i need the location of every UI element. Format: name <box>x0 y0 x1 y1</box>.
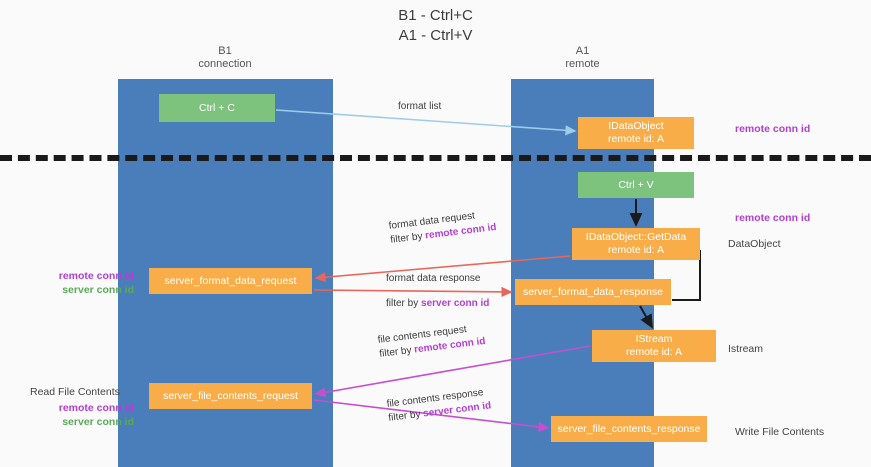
annotation-read-file-contents: Read File Contents <box>30 386 120 398</box>
swimlane-b1-name: B1 <box>218 45 232 57</box>
annotation-dataobject: DataObject <box>728 238 781 250</box>
node-ctrl-v-label: Ctrl + V <box>618 178 654 191</box>
node-server-file-contents-request-label: server_file_contents_request <box>163 389 298 402</box>
page-title: B1 - Ctrl+C A1 - Ctrl+V <box>0 6 871 46</box>
node-ctrl-v[interactable]: Ctrl + V <box>578 172 694 198</box>
edge-label-format-list-text: format list <box>398 101 442 112</box>
annotation-left-bottom: remote conn id server conn id <box>22 401 134 429</box>
node-idataobject-getdata[interactable]: IDataObject::GetData remote id: A <box>572 228 700 260</box>
annotation-left-mid: remote conn id server conn id <box>22 269 134 297</box>
annotation-left-bottom-remote: remote conn id <box>58 402 134 414</box>
node-server-format-data-response-label: server_format_data_response <box>522 285 664 298</box>
phase-divider <box>0 155 871 161</box>
node-server-file-contents-response-label: server_file_contents_response <box>557 422 701 435</box>
swimlane-header-b1: B1 connection <box>140 45 310 71</box>
node-getdata-label: IDataObject::GetData <box>585 231 687 243</box>
node-istream-label: IStream <box>635 333 673 345</box>
node-getdata-sub: remote id: A <box>607 244 665 256</box>
annotation-istream: Istream <box>728 343 764 355</box>
annotation-write-file-contents: Write File Contents <box>735 426 825 438</box>
annotation-remote-conn-id-top: remote conn id <box>735 123 811 135</box>
swimlane-b1-role: connection <box>198 58 252 70</box>
annotation-left-bottom-server: server conn id <box>62 416 134 428</box>
edge-label-format-list: format list <box>398 100 441 114</box>
edge-label-format-data-response: format data response filter by server co… <box>386 272 489 311</box>
annotation-left-mid-remote: remote conn id <box>58 270 134 282</box>
node-istream-sub: remote id: A <box>625 346 683 358</box>
node-server-format-data-request-label: server_format_data_request <box>164 274 297 287</box>
node-idataobject[interactable]: IDataObject remote id: A <box>578 117 694 149</box>
title-line-1: B1 - Ctrl+C <box>398 7 473 24</box>
node-server-format-data-request[interactable]: server_format_data_request <box>149 268 312 294</box>
edge-label-file-contents-request: file contents request filter by remote c… <box>377 321 486 362</box>
swimlane-a1-name: A1 <box>575 45 590 57</box>
node-idataobject-label: IDataObject <box>608 120 664 132</box>
node-server-format-data-response[interactable]: server_format_data_response <box>515 279 671 305</box>
node-server-file-contents-response[interactable]: server_file_contents_response <box>551 416 707 442</box>
edge-label-format-data-request: format data request filter by remote con… <box>388 207 497 248</box>
node-idataobject-sub: remote id: A <box>607 133 665 145</box>
node-server-file-contents-request[interactable]: server_file_contents_request <box>149 383 312 409</box>
annotation-left-mid-server: server conn id <box>62 284 134 296</box>
swimlane-a1-role: remote <box>565 58 600 70</box>
annotation-remote-conn-id-mid: remote conn id <box>735 212 811 224</box>
edge-label-file-contents-response: file contents response filter by server … <box>386 385 492 425</box>
edge-label-format-data-response-filter: filter by server conn id <box>386 298 490 309</box>
edge-label-format-data-response-text: format data response <box>386 273 481 284</box>
node-ctrl-c-label: Ctrl + C <box>199 101 235 114</box>
node-ctrl-c[interactable]: Ctrl + C <box>159 94 275 122</box>
swimlane-header-a1: A1 remote <box>525 45 640 71</box>
node-istream[interactable]: IStream remote id: A <box>592 330 716 362</box>
title-line-2: A1 - Ctrl+V <box>398 27 473 44</box>
